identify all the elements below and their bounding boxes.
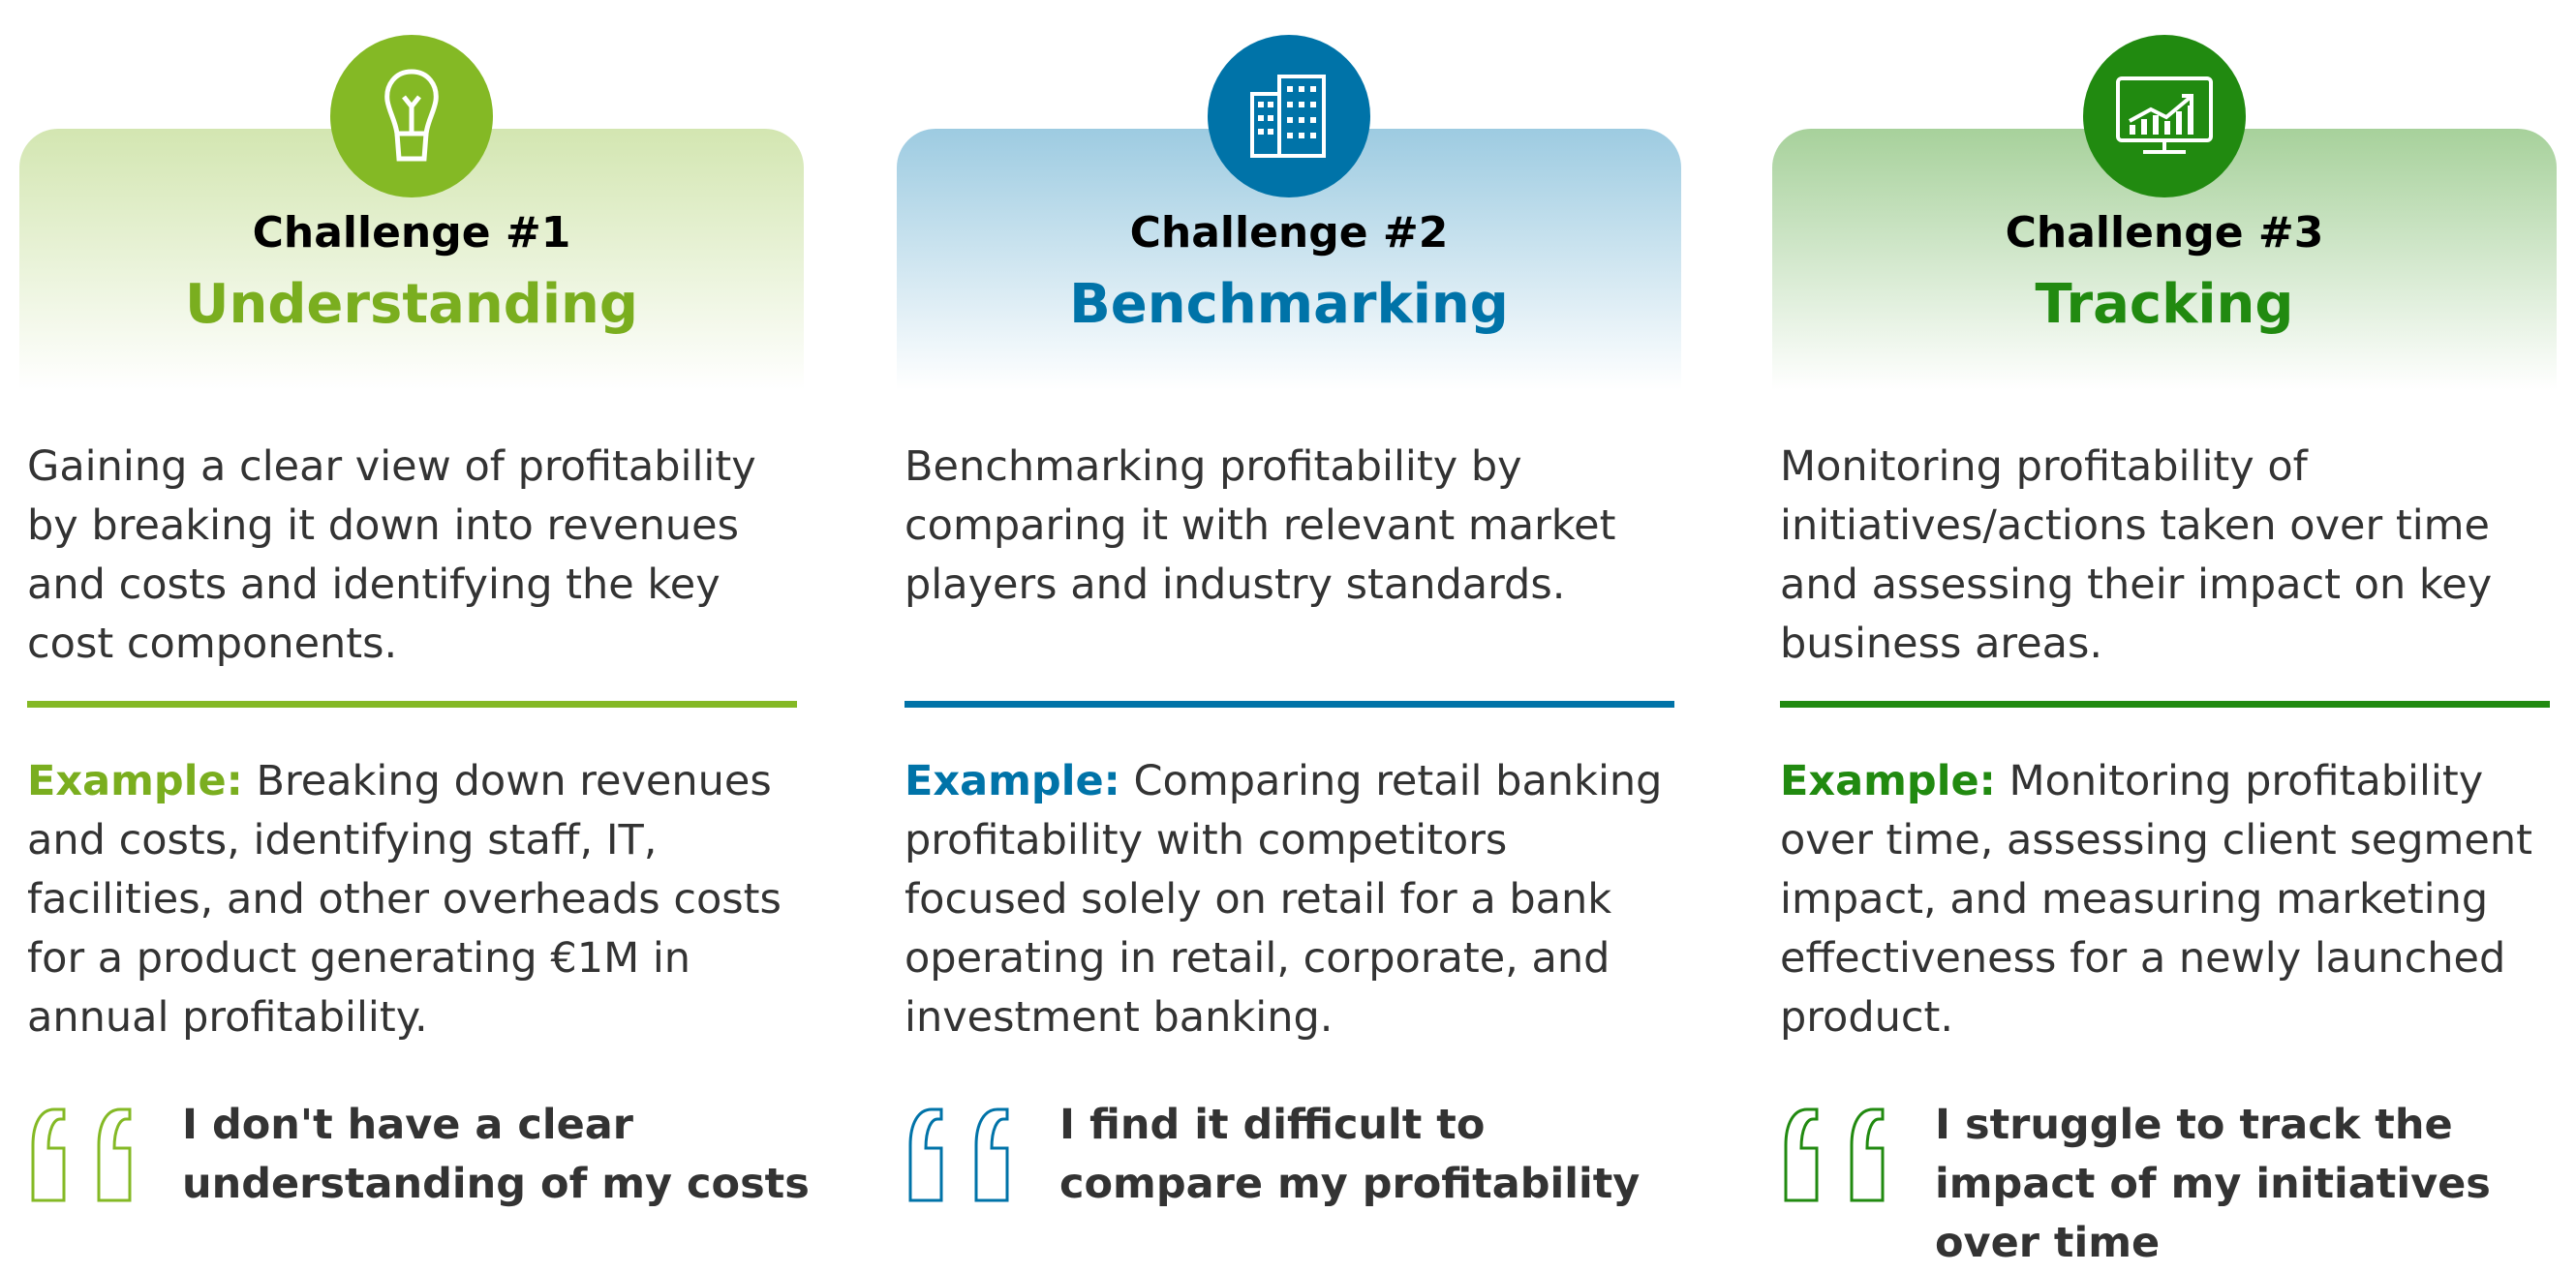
- challenge-quote: I don't have a clear understanding of my…: [182, 1101, 810, 1208]
- quote-mark-icon: [1784, 1107, 1885, 1202]
- divider: [27, 701, 797, 708]
- example-text: Monitoring profitability over time, asse…: [1780, 757, 2533, 1042]
- lightbulb-icon: [330, 35, 493, 197]
- challenge-description: Gaining a clear view of profitability by…: [27, 442, 756, 668]
- challenge-number: Challenge #3: [2005, 208, 2324, 258]
- example-text: Comparing retail banking profitability w…: [905, 757, 1663, 1042]
- example-label: Example:: [27, 757, 243, 805]
- challenge-example: Example: Comparing retail banking profit…: [905, 752, 1679, 1047]
- challenge-column-3: Challenge #3 Tracking Monitoring profita…: [1772, 0, 2557, 1267]
- challenge-description: Benchmarking profitability by comparing …: [905, 442, 1616, 609]
- challenge-quote: I find it difficult to compare my profit…: [1059, 1101, 1641, 1208]
- challenge-example: Example: Monitoring profitability over t…: [1780, 752, 2555, 1047]
- challenge-description: Monitoring profitability of initiatives/…: [1780, 442, 2493, 668]
- challenge-column-2: Challenge #2 Benchmarking Benchmarking p…: [897, 0, 1681, 1241]
- challenge-quote: I struggle to track the impact of my ini…: [1935, 1101, 2491, 1267]
- challenge-name: Benchmarking: [1069, 273, 1509, 336]
- challenge-name: Understanding: [184, 273, 638, 336]
- quote-mark-icon: [31, 1107, 132, 1202]
- divider: [1780, 701, 2550, 708]
- example-label: Example:: [1780, 757, 1996, 805]
- challenge-number: Challenge #2: [1129, 208, 1449, 258]
- building-icon: [1208, 35, 1370, 197]
- challenge-example: Example: Breaking down revenues and cost…: [27, 752, 802, 1047]
- divider: [905, 701, 1674, 708]
- challenge-column-1: Challenge #1 Understanding Gaining a cle…: [19, 0, 810, 1241]
- challenge-name: Tracking: [2035, 273, 2294, 336]
- quote-mark-icon: [908, 1107, 1009, 1202]
- chart-monitor-icon: [2083, 35, 2246, 197]
- challenge-number: Challenge #1: [252, 208, 571, 258]
- example-text: Breaking down revenues and costs, identi…: [27, 757, 782, 1042]
- example-label: Example:: [905, 757, 1120, 805]
